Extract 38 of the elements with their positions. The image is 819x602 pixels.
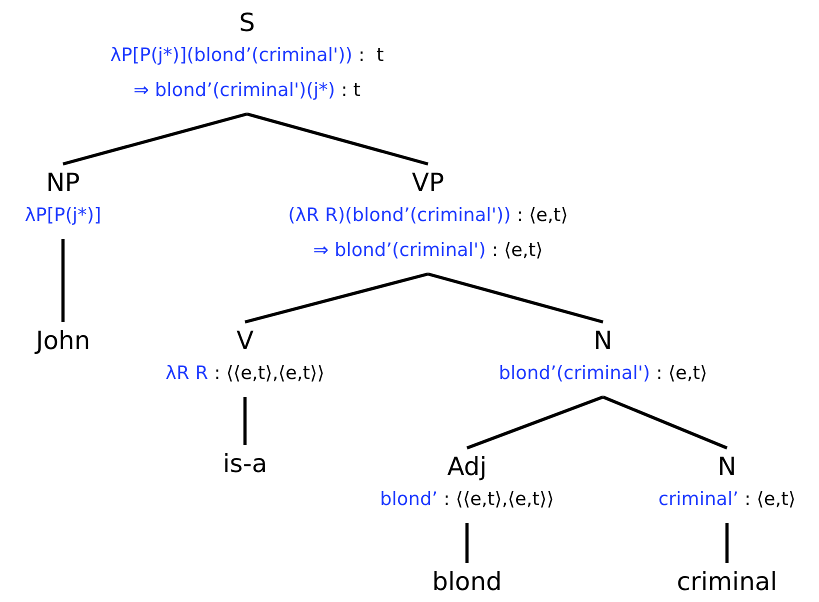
category-label: VP [410,168,446,198]
semantic-formula: ⇒ blond’(criminal') [313,240,486,261]
category-label: NP [45,168,81,198]
type-label: : ⟨e,t⟩ [492,240,543,261]
category-label: S [238,8,256,38]
semantic-formula: blond’(criminal') [498,363,650,384]
tree-branch [465,523,469,563]
category-label: N [592,326,614,356]
type-label: : t [341,80,360,101]
type-label: : ⟨⟨e,t⟩,⟨e,t⟩⟩ [214,363,324,384]
semantic-formula: (λR R)(blond’(criminal')) [288,205,511,226]
type-label: : ⟨⟨e,t⟩,⟨e,t⟩⟩ [444,489,554,510]
category-label: N [716,452,738,482]
word-label: blond [432,567,502,597]
tree-branch [602,396,728,450]
semantic-formula: λP[P(j*)] [24,205,102,226]
tree-branch [725,523,729,563]
tree-branch [246,112,428,166]
word-label: John [36,326,90,356]
tree-branch [244,272,428,324]
type-label: : t [358,45,384,66]
category-label: Adj [446,452,488,482]
category-label: V [235,326,255,356]
tree-branch [62,112,248,166]
type-label: : ⟨e,t⟩ [516,205,568,226]
semantic-formula: λR R [166,363,208,384]
semantic-formula: λP[P(j*)](blond’(criminal')) [110,45,353,66]
tree-branch [61,239,65,322]
tree-branch [243,397,247,445]
type-label: : ⟨e,t⟩ [656,363,708,384]
tree-branch [428,272,604,324]
semantic-formula: criminal’ [658,489,739,510]
word-label: is-a [222,449,268,479]
word-label: criminal [676,567,778,597]
semantic-formula: ⇒ blond’(criminal')(j*) [134,80,336,101]
type-label: : ⟨e,t⟩ [744,489,796,510]
tree-branch [466,396,604,450]
semantic-formula: blond’ [380,489,438,510]
